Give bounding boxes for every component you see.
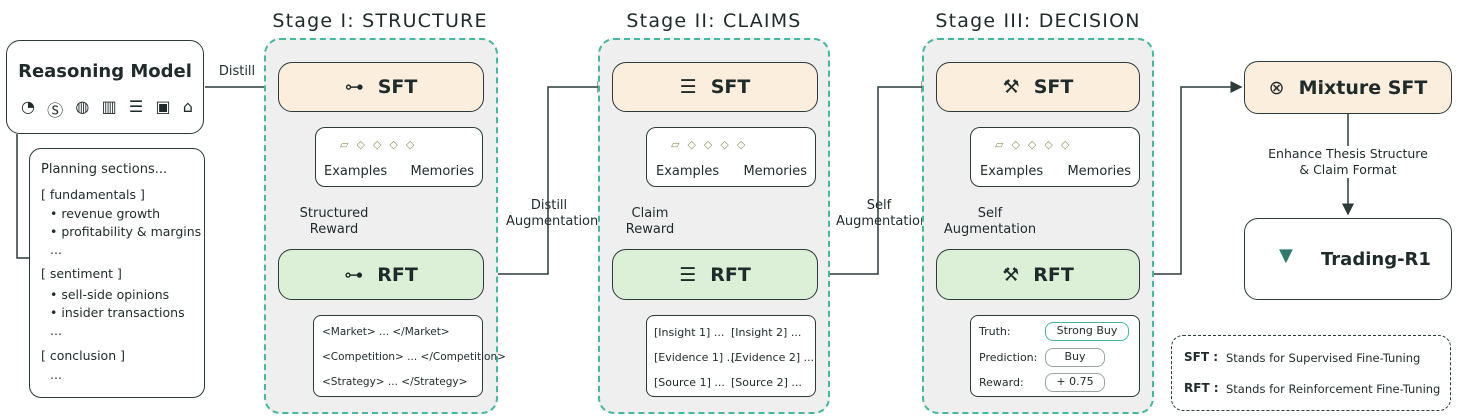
- legend-rft-desc: Stands for Reinforcement Fine-Tuning: [1226, 382, 1441, 396]
- bank-icon: ⌂: [182, 97, 193, 116]
- stage3-examples: Examples: [980, 164, 1044, 179]
- planning-line: ...: [50, 242, 62, 257]
- stage3-reward-label: Self Augmentation: [932, 206, 1048, 238]
- reward-value-pill: + 0.75: [1045, 373, 1105, 392]
- globe-icon: ◍: [75, 97, 90, 116]
- stage2-reward-label: Claim Reward: [608, 206, 692, 238]
- search-list-icon: ☰: [679, 263, 697, 286]
- prediction-label: Prediction:: [979, 351, 1038, 364]
- stage2-sft-label: SFT: [710, 76, 751, 98]
- stage2-claims-card: [Insight 1] ... [Insight 2] ... [Evidenc…: [646, 315, 816, 397]
- claim-cell: [Insight 2] ...: [731, 326, 802, 339]
- claim-cell: [Insight 1] ...: [654, 326, 725, 339]
- enhance-line1: Enhance Thesis Structure: [1268, 146, 1428, 161]
- stage1-reward-label: Structured Reward: [275, 206, 393, 238]
- distill-label: Distill: [218, 64, 256, 79]
- overlap-circles-icon: ⊗: [1268, 76, 1285, 99]
- mixture-sft-box: ⊗ Mixture SFT: [1244, 61, 1452, 114]
- stage1-sft-box: ⊶ SFT: [278, 62, 484, 112]
- stage3-title: Stage III: DECISION: [935, 10, 1141, 32]
- contact-icon: ▣: [155, 97, 171, 116]
- truth-label: Truth:: [979, 325, 1011, 338]
- search-list-icon: ☰: [679, 76, 697, 98]
- reasoning-model-title: Reasoning Model: [18, 61, 192, 82]
- legend-sft-key: SFT :: [1184, 350, 1219, 364]
- stage2-memory-card: ▱◇◇◇◇ Examples Memories: [646, 127, 816, 187]
- trading-logo-icon: ▼: [1279, 245, 1293, 266]
- planning-line: ...: [50, 323, 62, 338]
- legend-rft-key: RFT :: [1184, 381, 1219, 395]
- planning-line: [ fundamentals ]: [41, 187, 145, 202]
- planning-line: • profitability & margins: [50, 224, 202, 239]
- reasoning-model-card: Reasoning Model ◔ Ⓢ ◍ ▥ ☰ ▣ ⌂: [6, 40, 204, 134]
- self-aug-line2: Augmentation: [836, 214, 929, 229]
- stage3-memories: Memories: [1067, 164, 1131, 179]
- paper-trail-icon: ▱◇◇◇◇: [995, 138, 1078, 151]
- reward-label: Reward:: [979, 376, 1024, 389]
- stage1-rft-box: ⊶ RFT: [278, 249, 484, 300]
- stage3-sft-box: ⚒ SFT: [936, 62, 1140, 112]
- planning-line: • sell-side opinions: [50, 287, 170, 302]
- paper-trail-icon: ▱◇◇◇◇: [340, 138, 423, 151]
- planning-sections-card: Planning sections... [ fundamentals ] • …: [29, 148, 205, 398]
- stage2-rft-label: RFT: [710, 263, 751, 286]
- hierarchy-icon: ⊶: [344, 76, 364, 98]
- truth-value-pill: Strong Buy: [1045, 322, 1129, 341]
- tag-line: <Market> ... </Market>: [322, 326, 450, 338]
- claim-cell: [Source 2] ...: [731, 376, 802, 389]
- enhance-label: Enhance Thesis Structure & Claim Format: [1256, 146, 1440, 178]
- tag-line: <Strategy> ... </Strategy>: [322, 376, 468, 388]
- self-augmentation-label: Self Augmentation: [836, 198, 929, 230]
- claim-cell: [Evidence 1] ...: [654, 351, 738, 364]
- planning-line: [ sentiment ]: [41, 266, 122, 281]
- gavel-list-icon: ☰: [128, 97, 144, 116]
- stage3-rft-box: ⚒ RFT: [936, 249, 1140, 300]
- self-aug-line1: Self: [866, 198, 892, 213]
- stage2-sft-box: ☰ SFT: [612, 62, 818, 112]
- trading-r1-label: Trading-R1: [1321, 249, 1431, 270]
- legend-sft-desc: Stands for Supervised Fine-Tuning: [1226, 351, 1421, 365]
- gavel-icon: ⚒: [1002, 263, 1020, 286]
- planning-line: • insider transactions: [50, 305, 185, 320]
- stage3-decision-card: Truth: Strong Buy Prediction: Buy Reward…: [970, 315, 1140, 397]
- stage1-examples: Examples: [324, 164, 388, 179]
- distill-aug-line2: Augmentation: [506, 214, 599, 229]
- claim-cell: [Evidence 2] ...: [731, 351, 815, 364]
- dollar-icon: Ⓢ: [47, 101, 64, 120]
- stage1-tags-card: <Market> ... </Market> <Competition> ...…: [313, 315, 506, 397]
- distill-augmentation-label: Distill Augmentation: [506, 198, 599, 230]
- stage1-rft-label: RFT: [377, 263, 418, 286]
- distill-aug-line1: Distill: [530, 198, 568, 213]
- stage2-title: Stage II: CLAIMS: [626, 10, 802, 32]
- prediction-value-pill: Buy: [1045, 348, 1105, 367]
- buildings-icon: ▥: [101, 97, 117, 116]
- stage1-title: Stage I: STRUCTURE: [272, 10, 488, 32]
- planning-line: ...: [50, 367, 62, 382]
- planning-title: Planning sections...: [41, 162, 168, 177]
- planning-line: • revenue growth: [50, 206, 160, 221]
- claim-cell: [Source 1] ...: [654, 376, 725, 389]
- gavel-icon: ⚒: [1002, 76, 1020, 98]
- paper-trail-icon: ▱◇◇◇◇: [671, 138, 754, 151]
- stage3-memory-card: ▱◇◇◇◇ Examples Memories: [970, 127, 1140, 187]
- pie-chart-icon: ◔: [21, 97, 35, 116]
- trading-r1-box: ▼ Trading-R1: [1244, 218, 1452, 300]
- reasoning-icons: ◔ Ⓢ ◍ ▥ ☰ ▣ ⌂: [21, 97, 193, 121]
- mixture-sft-label: Mixture SFT: [1298, 76, 1428, 99]
- stage3-rft-label: RFT: [1033, 263, 1074, 286]
- stage2-examples: Examples: [656, 164, 720, 179]
- stage1-memories: Memories: [410, 164, 474, 179]
- planning-line: [ conclusion ]: [41, 348, 125, 363]
- stage3-sft-label: SFT: [1033, 76, 1074, 98]
- tag-line: <Competition> ... </Competition>: [322, 351, 506, 363]
- hierarchy-icon: ⊶: [344, 263, 364, 286]
- stage2-memories: Memories: [743, 164, 807, 179]
- enhance-line2: & Claim Format: [1299, 162, 1397, 177]
- stage1-memory-card: ▱◇◇◇◇ Examples Memories: [315, 127, 483, 187]
- stage1-sft-label: SFT: [377, 76, 418, 98]
- stage2-rft-box: ☰ RFT: [612, 249, 818, 300]
- legend-box: SFT : Stands for Supervised Fine-Tuning …: [1171, 335, 1451, 411]
